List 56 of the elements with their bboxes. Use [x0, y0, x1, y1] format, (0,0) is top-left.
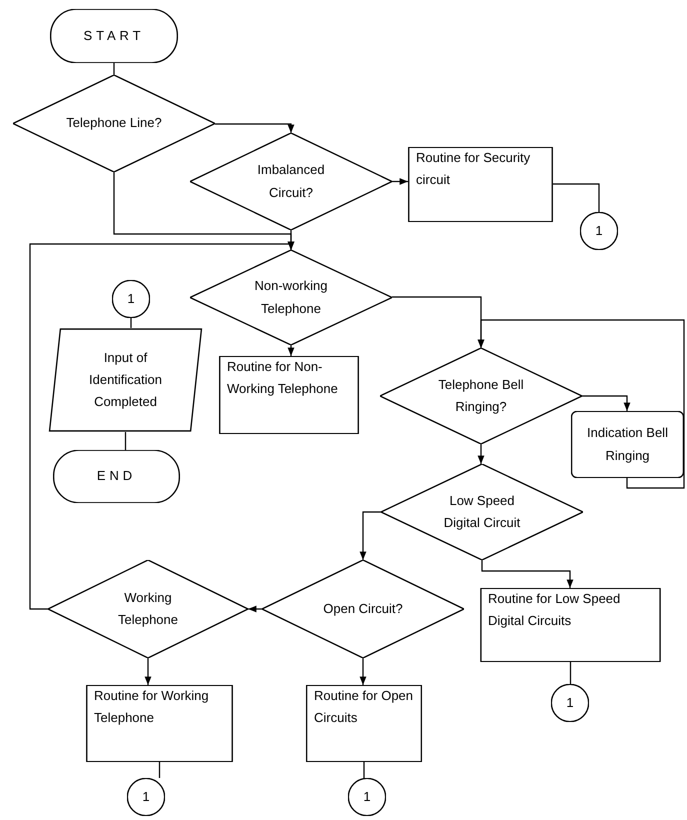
arrow [478, 444, 484, 464]
input-parallelogram [48, 328, 203, 432]
node-label: 1 [362, 788, 372, 806]
node-label: Open Circuit? [322, 600, 404, 618]
node-label: 1 [141, 788, 151, 806]
connector-line [130, 318, 132, 328]
node-label: Low Speed Digital Circuit [442, 492, 522, 532]
connector-line [113, 63, 115, 75]
process-box [86, 685, 233, 762]
node-label: Routine for Working Telephone [94, 687, 210, 728]
node-label: Non-working Telephone [254, 277, 328, 318]
decision-diamond [381, 464, 583, 560]
arrow [392, 178, 408, 185]
arrow [360, 511, 381, 560]
node-label: Routine for Open Circuits [314, 687, 414, 728]
terminal-shape [50, 9, 178, 63]
process-box [219, 356, 359, 434]
node-label: Routine for Low Speed Digital Circuits [488, 590, 622, 630]
node-label: Telephone Line? [66, 114, 162, 132]
terminal-shape [53, 450, 180, 503]
arrow [481, 560, 574, 588]
arrow [288, 345, 294, 356]
display-box [571, 411, 684, 478]
node-label: END [96, 467, 138, 486]
node-label: 1 [565, 694, 575, 712]
connector-line [363, 762, 365, 778]
process-box [480, 588, 661, 662]
arrow [360, 658, 366, 685]
arrow [582, 395, 630, 411]
node-label: Telephone Bell Ringing? [437, 376, 525, 416]
node-label: Imbalanced Circuit? [256, 161, 326, 202]
decision-diamond [190, 250, 392, 345]
arrow [478, 319, 685, 489]
node-label: 1 [594, 222, 604, 240]
connector-line [158, 762, 160, 778]
node-label: Indication Bell Ringing [586, 424, 669, 465]
arrow [29, 242, 294, 610]
node-label: Working Telephone [117, 588, 179, 629]
node-label: Routine for Security circuit [416, 149, 532, 190]
node-label: Routine for Non-Working Telephone [227, 358, 339, 398]
process-box [408, 147, 553, 222]
process-box [306, 685, 422, 762]
connector-line [570, 662, 572, 684]
decision-diamond [48, 560, 248, 658]
node-label: 1 [126, 290, 136, 308]
decision-diamond [262, 560, 464, 658]
arrow [248, 606, 262, 612]
arrow [144, 658, 152, 685]
connector-line [124, 432, 126, 450]
decision-diamond [380, 348, 582, 444]
node-label: START [82, 26, 146, 45]
decision-diamond [190, 133, 392, 230]
decision-diamond [13, 75, 215, 172]
connector-line [553, 183, 600, 212]
node-label: Input of Identification Completed [88, 348, 163, 412]
arrow [215, 123, 294, 133]
